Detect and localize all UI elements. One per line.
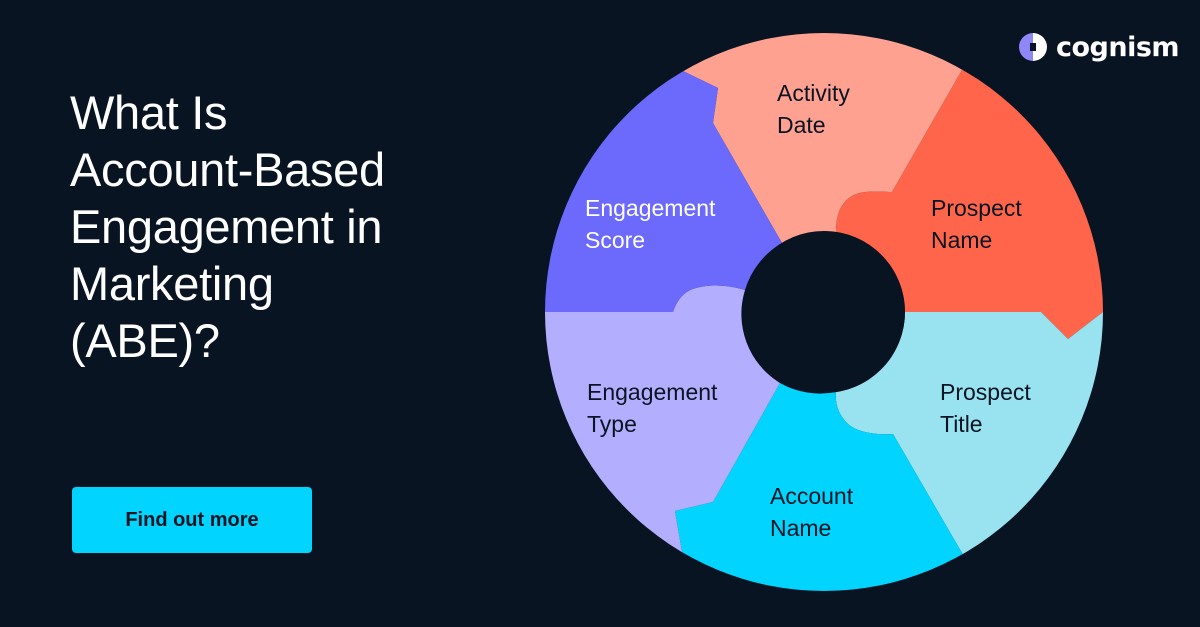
- headline-line: Engagement in: [70, 200, 383, 253]
- label-engagement-score: Engagement Score: [585, 192, 715, 256]
- cognism-logo-icon: [1019, 33, 1047, 61]
- headline-line: (ABE)?: [70, 314, 220, 367]
- label-line: Type: [587, 411, 637, 437]
- headline-line: Account-Based: [70, 143, 385, 196]
- brand-name: cognism: [1056, 31, 1180, 63]
- label-line: Score: [585, 227, 646, 253]
- find-out-more-button[interactable]: Find out more: [72, 487, 312, 553]
- label-line: Account: [770, 483, 854, 509]
- label-line: Prospect: [931, 195, 1022, 221]
- label-line: Name: [931, 227, 993, 253]
- label-line: Engagement: [585, 195, 716, 221]
- label-line: Activity: [777, 80, 850, 106]
- label-account-name: Account Name: [770, 480, 853, 544]
- brand-logo[interactable]: cognism: [1018, 30, 1180, 64]
- label-line: Title: [940, 411, 983, 437]
- label-prospect-title: Prospect Title: [940, 376, 1031, 440]
- label-activity-date: Activity Date: [777, 77, 850, 141]
- label-line: Date: [777, 112, 826, 138]
- label-prospect-name: Prospect Name: [931, 192, 1022, 256]
- wheel-center-hole: [743, 231, 905, 393]
- label-engagement-type: Engagement Type: [587, 376, 717, 440]
- page-title: What Is Account-Based Engagement in Mark…: [70, 84, 530, 369]
- label-line: Name: [770, 515, 832, 541]
- label-line: Prospect: [940, 379, 1031, 405]
- headline-line: Marketing: [70, 257, 274, 310]
- headline-line: What Is: [70, 86, 228, 139]
- label-line: Engagement: [587, 379, 718, 405]
